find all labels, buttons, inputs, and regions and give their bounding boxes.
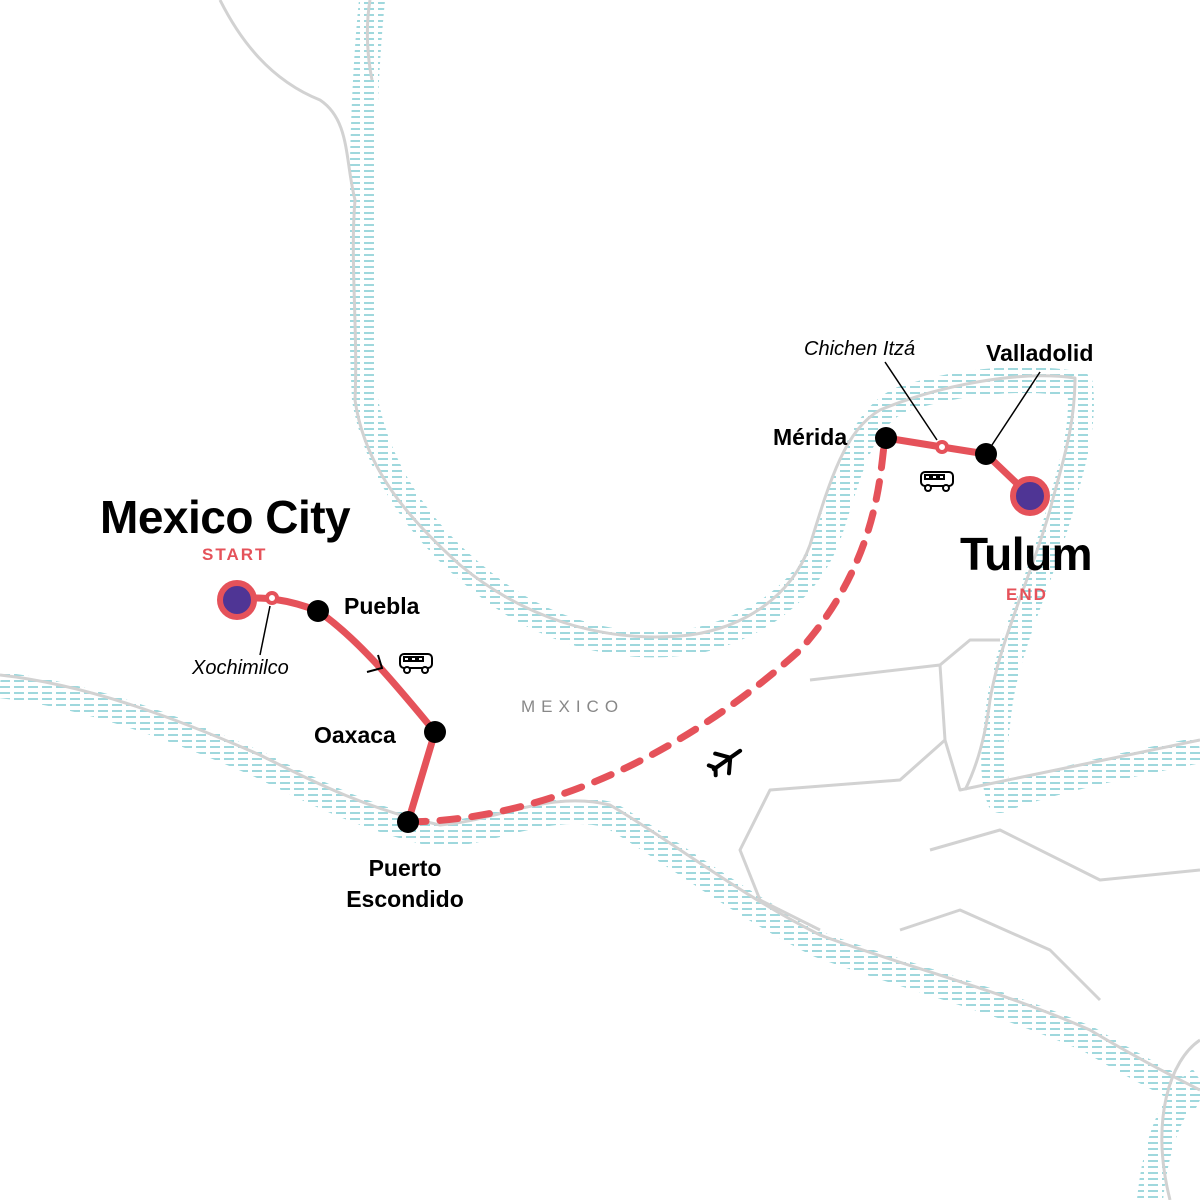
xochimilco-label: Xochimilco [192,657,289,679]
start-marker[interactable] [217,580,257,620]
route [217,361,1050,833]
merida-label: Mérida [773,424,848,450]
plane-icon [706,748,743,778]
bus-icon [920,471,954,492]
ground-route-east [885,434,1033,499]
chichen-itza-label: Chichen Itzá [804,338,916,360]
direction-arrow-icon [366,654,384,673]
end-marker[interactable] [1010,476,1050,516]
puerto-escondido-stop[interactable] [397,811,419,833]
flight-route-dashed [404,434,889,826]
puerto-escondido-label: Puerto Escondido [346,855,464,912]
oaxaca-stop[interactable] [424,721,446,743]
leader-lines [259,361,1041,656]
bus-icon [399,653,433,674]
end-label: END [1006,585,1048,604]
puebla-stop[interactable] [307,600,329,622]
start-label: START [202,545,268,564]
merida-stop[interactable] [875,427,897,449]
tulum-label: Tulum [960,528,1093,580]
oaxaca-label: Oaxaca [314,722,396,748]
mexico-city-label: Mexico City [100,491,351,543]
valladolid-label: Valladolid [986,340,1094,366]
chichen-itza-waypoint[interactable] [935,440,949,454]
country-label: MEXICO [521,697,625,716]
valladolid-stop[interactable] [975,443,997,465]
puebla-label: Puebla [344,593,420,619]
xochimilco-waypoint[interactable] [265,591,279,605]
